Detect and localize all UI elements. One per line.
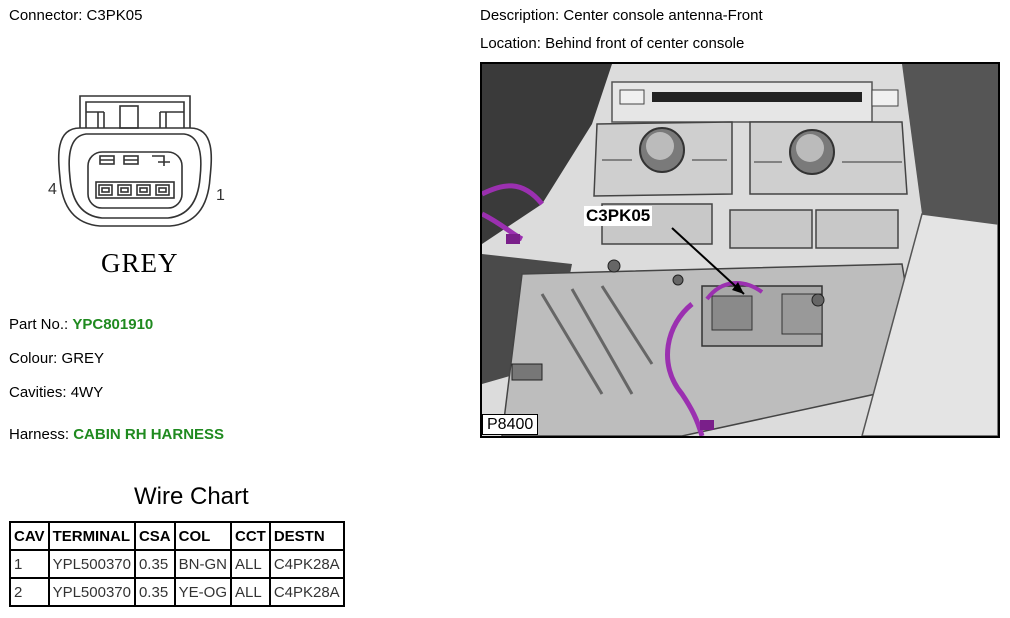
- wire-chart-title: Wire Chart: [134, 483, 249, 510]
- header-csa: CSA: [133, 521, 176, 551]
- connector-heading: Connector: C3PK05: [9, 7, 142, 24]
- cell-terminal: YPL500370: [47, 549, 136, 579]
- part-number-label: Part No.:: [9, 316, 69, 333]
- cell-csa: 0.35: [133, 549, 176, 579]
- cell-cct: ALL: [229, 577, 271, 607]
- table-row: 1 YPL500370 0.35 BN-GN ALL C4PK28A: [9, 549, 345, 579]
- cell-terminal: YPL500370: [47, 577, 136, 607]
- cell-col: BN-GN: [173, 549, 232, 579]
- center-console-drawing: [482, 64, 998, 436]
- pin-label-left: 4: [48, 181, 57, 198]
- part-number-line: Part No.: YPC801910: [9, 316, 153, 333]
- cell-cct: ALL: [229, 549, 271, 579]
- harness-line: Harness: CABIN RH HARNESS: [9, 426, 224, 443]
- callout-label: C3PK05: [584, 206, 653, 226]
- cell-destn: C4PK28A: [268, 577, 345, 607]
- part-number-value: YPC801910: [72, 316, 154, 333]
- location-value: Behind front of center console: [545, 35, 745, 52]
- figure-id: P8400: [482, 414, 539, 435]
- colour-value: GREY: [61, 350, 105, 367]
- cavities-label: Cavities:: [9, 384, 67, 401]
- harness-value: CABIN RH HARNESS: [73, 426, 225, 443]
- cell-csa: 0.35: [133, 577, 176, 607]
- header-terminal: TERMINAL: [47, 521, 136, 551]
- connector-face-diagram: 4 1: [48, 95, 225, 227]
- header-col: COL: [173, 521, 232, 551]
- cell-col: YE-OG: [173, 577, 232, 607]
- cavities-value: 4WY: [70, 384, 104, 401]
- cavities-line: Cavities: 4WY: [9, 384, 103, 401]
- header-destn: DESTN: [268, 521, 345, 551]
- cell-destn: C4PK28A: [268, 549, 345, 579]
- connector-label: Connector:: [9, 7, 83, 24]
- description-line: Description: Center console antenna-Fron…: [480, 7, 763, 24]
- header-cav: CAV: [9, 521, 50, 551]
- cell-cav: 2: [9, 577, 50, 607]
- description-label: Description:: [480, 7, 560, 24]
- location-line: Location: Behind front of center console: [480, 35, 744, 52]
- pin-label-right: 1: [216, 187, 225, 204]
- cell-cav: 1: [9, 549, 50, 579]
- location-illustration: [480, 62, 1000, 438]
- description-value: Center console antenna-Front: [563, 7, 763, 24]
- colour-line: Colour: GREY: [9, 350, 104, 367]
- table-header-row: CAV TERMINAL CSA COL CCT DESTN: [9, 521, 345, 551]
- connector-id: C3PK05: [86, 7, 143, 24]
- colour-label: Colour:: [9, 350, 58, 367]
- header-cct: CCT: [229, 521, 271, 551]
- harness-label: Harness:: [9, 426, 70, 443]
- connector-color-label: GREY: [101, 248, 179, 278]
- location-label: Location:: [480, 35, 541, 52]
- wire-chart-table: CAV TERMINAL CSA COL CCT DESTN 1 YPL5003…: [9, 521, 345, 607]
- table-row: 2 YPL500370 0.35 YE-OG ALL C4PK28A: [9, 577, 345, 607]
